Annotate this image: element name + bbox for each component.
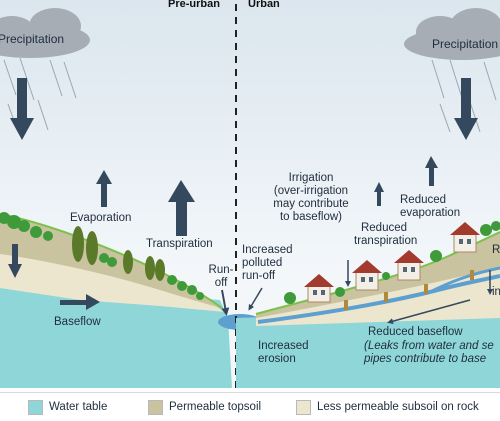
label-evaporation: Evaporation	[70, 212, 132, 224]
topsoil-right	[256, 232, 500, 318]
pipe-stubs	[344, 270, 474, 310]
label-edge-r: R	[492, 244, 500, 256]
label-reduced-baseflow: Reduced baseflow	[368, 326, 463, 338]
label-precipitation-left: Precipitation	[0, 32, 65, 46]
label-precipitation-right: Precipitation	[432, 37, 499, 51]
precipitation-arrow-left	[10, 78, 34, 140]
cloud-right	[404, 8, 500, 60]
label-baseflow: Baseflow	[54, 316, 101, 328]
legend: Water table Permeable topsoil Less perme…	[0, 392, 500, 421]
pipe-upper	[429, 266, 500, 294]
title-urban: Urban	[248, 0, 280, 10]
legend-swatch-water-table	[28, 399, 43, 415]
water-table-right	[236, 310, 500, 388]
legend-label: Less permeable subsoil on rock	[317, 401, 479, 413]
reduced-baseflow-arrow	[387, 299, 471, 325]
transpiration-arrow	[168, 180, 195, 236]
legend-item-subsoil: Less permeable subsoil on rock	[296, 399, 479, 415]
label-run-off: Run-off	[208, 264, 234, 289]
label-edge-in: in	[492, 286, 500, 298]
cloud-left	[0, 8, 90, 58]
trees-right	[284, 221, 500, 304]
hydrology-diagram	[0, 0, 500, 388]
infiltration-arrow-left	[8, 244, 22, 278]
legend-label: Permeable topsoil	[169, 401, 262, 413]
reduced-transpiration-arrow	[374, 182, 384, 206]
evaporation-arrow	[96, 170, 112, 207]
houses	[304, 222, 480, 303]
pipe-main	[257, 274, 500, 324]
water-table-left	[0, 282, 232, 388]
label-irrigation: Irrigation(over-irrigation may contribut…	[273, 172, 349, 223]
legend-swatch-topsoil	[148, 399, 163, 415]
legend-item-water-table: Water table	[28, 399, 108, 415]
reduced-evaporation-arrow	[425, 156, 438, 186]
legend-item-topsoil: Permeable topsoil	[148, 399, 262, 415]
runoff-polluted-arrow	[248, 287, 263, 311]
legend-swatch-subsoil	[296, 399, 311, 415]
runoff-arrow	[221, 289, 230, 316]
precipitation-arrow-right	[454, 78, 478, 140]
trees-left	[0, 212, 204, 300]
rain-right	[431, 59, 497, 133]
legend-label: Water table	[49, 401, 108, 413]
title-pre-urban: Pre-urban	[168, 0, 220, 10]
baseflow-arrow	[60, 294, 100, 310]
label-transpiration: Transpiration	[146, 238, 213, 250]
